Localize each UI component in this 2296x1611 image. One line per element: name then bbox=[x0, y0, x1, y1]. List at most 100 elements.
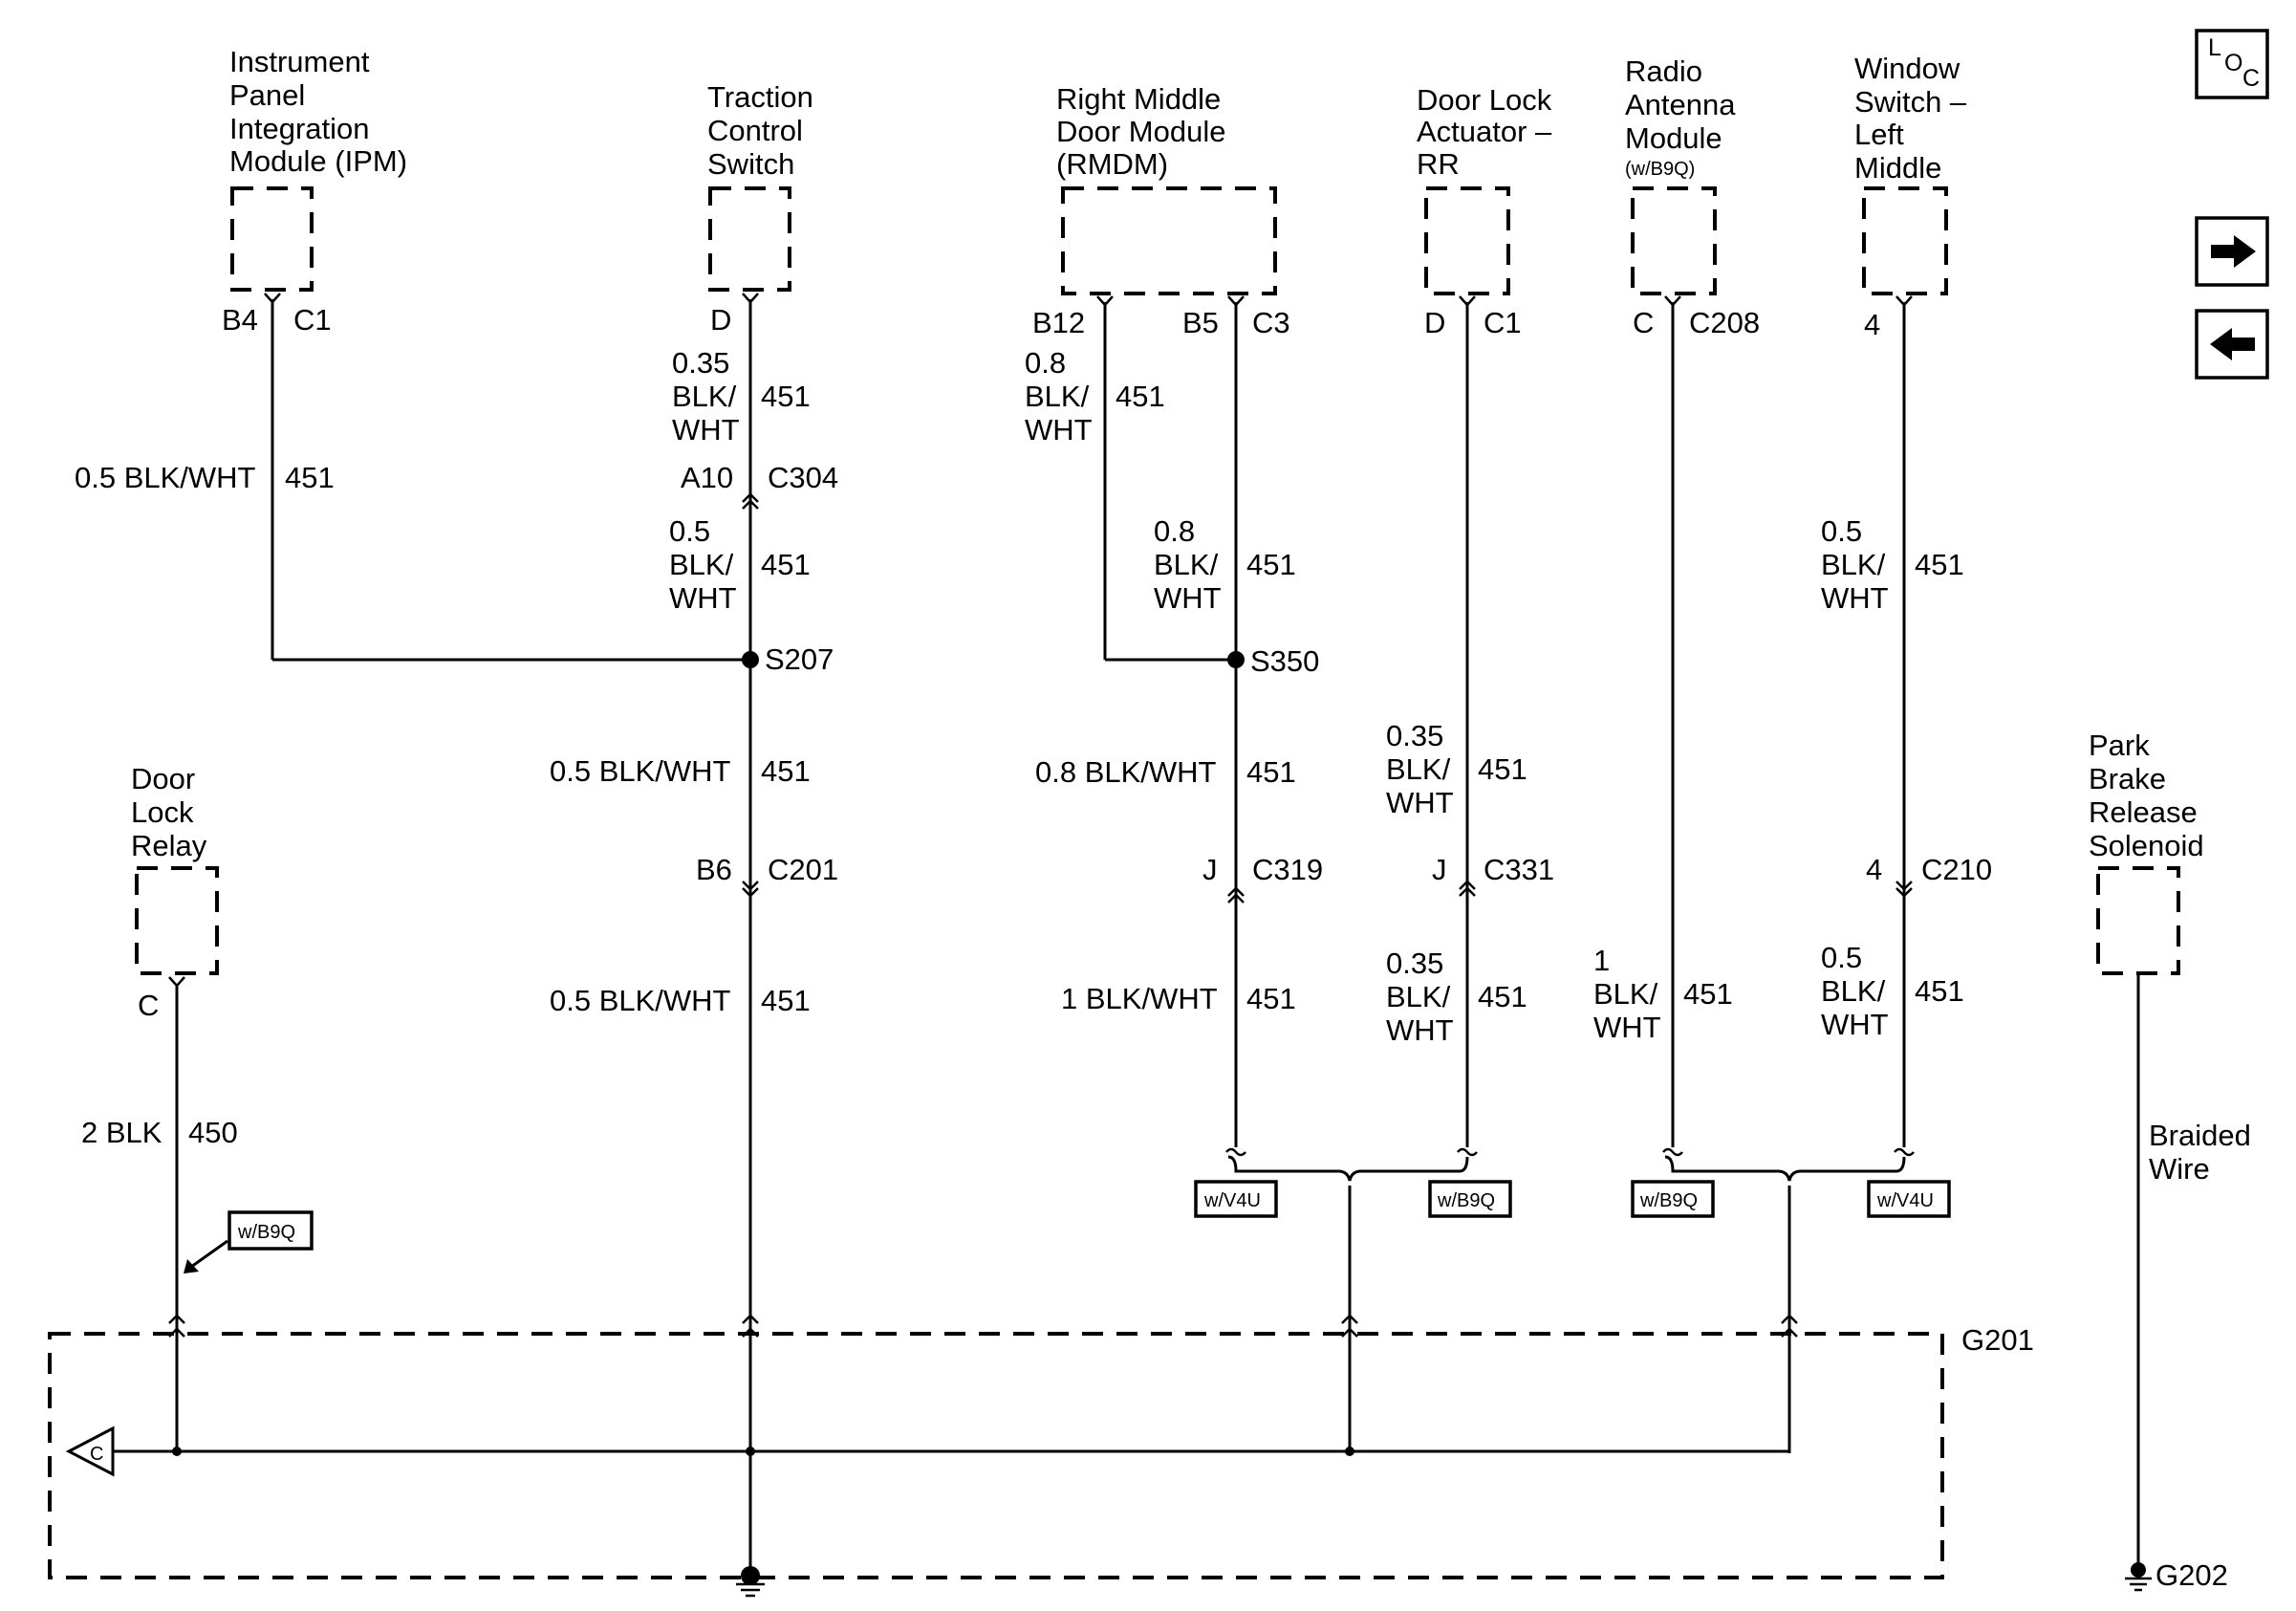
ipm-pin: B4 bbox=[222, 303, 258, 337]
window-upper-circuit: 451 bbox=[1915, 548, 1964, 581]
ipm-box bbox=[230, 186, 314, 292]
svg-text:0.8: 0.8 bbox=[1154, 514, 1195, 548]
svg-text:BLK/: BLK/ bbox=[1821, 548, 1886, 581]
svg-text:(RMDM): (RMDM) bbox=[1056, 147, 1168, 181]
ipm-connector: C1 bbox=[293, 303, 332, 337]
svg-text:Door: Door bbox=[131, 762, 195, 795]
bus-junction-dot bbox=[1345, 1447, 1354, 1456]
window-switch-box bbox=[1862, 186, 1948, 295]
svg-text:w/B9Q: w/B9Q bbox=[1437, 1190, 1495, 1211]
svg-text:WHT: WHT bbox=[1821, 1008, 1889, 1041]
svg-text:BLK/: BLK/ bbox=[672, 380, 737, 413]
splice-s350-dot bbox=[1227, 651, 1245, 668]
next-page-button[interactable] bbox=[2195, 216, 2269, 287]
svg-text:Door Module: Door Module bbox=[1056, 115, 1225, 148]
traction-lower-circuit: 451 bbox=[761, 548, 811, 581]
c201-down-circuit: 451 bbox=[761, 984, 811, 1017]
svg-text:Antenna: Antenna bbox=[1625, 88, 1736, 121]
radio-pin: C bbox=[1633, 306, 1654, 339]
svg-text:1: 1 bbox=[1593, 944, 1610, 977]
svg-text:BLK/: BLK/ bbox=[1154, 548, 1219, 581]
svg-text:BLK/: BLK/ bbox=[1025, 380, 1090, 413]
svg-text:0.35: 0.35 bbox=[1386, 719, 1443, 752]
svg-text:WHT: WHT bbox=[669, 581, 737, 615]
svg-text:BLK/: BLK/ bbox=[669, 548, 734, 581]
svg-text:C: C bbox=[90, 1444, 103, 1465]
svg-text:Module: Module bbox=[1625, 121, 1722, 155]
door-lock-actuator-label: Door Lock Actuator – RR bbox=[1417, 83, 1552, 181]
window-pin: 4 bbox=[1864, 308, 1880, 341]
svg-text:WHT: WHT bbox=[1821, 581, 1889, 615]
rmdm-b12-circuit: 451 bbox=[1116, 380, 1165, 413]
park-brake-solenoid-label: Park Brake Release Solenoid bbox=[2089, 729, 2204, 862]
bus-connector-triangle-icon: C bbox=[65, 1426, 115, 1477]
svg-text:0.5: 0.5 bbox=[669, 514, 710, 548]
svg-text:WHT: WHT bbox=[1154, 581, 1222, 615]
c201-down-wire-label: 0.5 BLK/WHT bbox=[550, 984, 731, 1017]
rmdm-connector: C3 bbox=[1252, 306, 1290, 339]
svg-text:Brake: Brake bbox=[2089, 762, 2166, 795]
svg-text:w/V4U: w/V4U bbox=[1203, 1190, 1261, 1211]
door-lock-relay-box bbox=[135, 866, 219, 975]
traction-upper-wire-label: 0.35 BLK/ WHT bbox=[672, 346, 740, 446]
option-w-b9q-right: w/B9Q bbox=[1631, 1180, 1715, 1218]
svg-text:w/B9Q: w/B9Q bbox=[237, 1222, 295, 1243]
dla-upper-wire-label: 0.35 BLK/ WHT bbox=[1386, 719, 1454, 819]
window-switch-label: Window Switch – Left Middle bbox=[1854, 52, 1967, 185]
s350-down-circuit: 451 bbox=[1246, 755, 1296, 789]
svg-text:WHT: WHT bbox=[1025, 413, 1093, 446]
svg-text:Lock: Lock bbox=[131, 795, 194, 829]
ground-icon bbox=[736, 1582, 765, 1598]
svg-text:WHT: WHT bbox=[672, 413, 740, 446]
g201-enclosure bbox=[48, 1332, 1944, 1579]
park-brake-solenoid-box bbox=[2096, 866, 2180, 975]
c210-connector: C210 bbox=[1921, 853, 1992, 886]
g201-ground-dot bbox=[741, 1566, 760, 1585]
svg-text:O: O bbox=[2224, 50, 2242, 76]
ground-icon bbox=[2125, 1577, 2152, 1592]
window-lower-wire-label: 0.5 BLK/ WHT bbox=[1821, 941, 1889, 1041]
svg-text:Module (IPM): Module (IPM) bbox=[229, 144, 407, 178]
svg-text:0.5: 0.5 bbox=[1821, 514, 1862, 548]
svg-text:Panel: Panel bbox=[229, 78, 305, 112]
dla-upper-circuit: 451 bbox=[1478, 752, 1527, 786]
c319-connector: C319 bbox=[1252, 853, 1323, 886]
svg-text:Control: Control bbox=[707, 114, 803, 147]
svg-text:Relay: Relay bbox=[131, 829, 207, 862]
svg-text:(w/B9Q): (w/B9Q) bbox=[1625, 159, 1695, 180]
svg-text:WHT: WHT bbox=[1386, 786, 1454, 819]
dla-lower-wire-label: 0.35 BLK/ WHT bbox=[1386, 947, 1454, 1047]
svg-text:Integration: Integration bbox=[229, 112, 370, 145]
g202-ground-dot bbox=[2131, 1562, 2146, 1578]
svg-text:Right Middle: Right Middle bbox=[1056, 82, 1221, 116]
rmdm-label: Right Middle Door Module (RMDM) bbox=[1056, 82, 1225, 181]
dla-pin: D bbox=[1424, 306, 1445, 339]
c319-down-circuit: 451 bbox=[1246, 982, 1296, 1015]
traction-pin: D bbox=[710, 303, 731, 337]
previous-page-button[interactable] bbox=[2195, 309, 2269, 380]
svg-text:0.35: 0.35 bbox=[1386, 947, 1443, 980]
svg-text:w/V4U: w/V4U bbox=[1876, 1190, 1934, 1211]
wires bbox=[100, 299, 2140, 1576]
window-lower-circuit: 451 bbox=[1915, 974, 1964, 1008]
ipm-label: Instrument Panel Integration Module (IPM… bbox=[229, 45, 407, 178]
ipm-wire-label: 0.5 BLK/WHT bbox=[75, 461, 256, 494]
loc-icon[interactable]: L O C bbox=[2195, 29, 2269, 99]
svg-text:Traction: Traction bbox=[707, 80, 813, 114]
svg-text:L: L bbox=[2208, 34, 2221, 61]
dla-lower-circuit: 451 bbox=[1478, 980, 1527, 1013]
svg-text:Middle: Middle bbox=[1854, 151, 1941, 185]
window-upper-wire-label: 0.5 BLK/ WHT bbox=[1821, 514, 1889, 615]
c201-pin: B6 bbox=[696, 853, 732, 886]
svg-text:Window: Window bbox=[1854, 52, 1960, 85]
traction-switch-box bbox=[708, 186, 791, 292]
svg-text:Door Lock: Door Lock bbox=[1417, 83, 1552, 117]
splice-s350-label: S350 bbox=[1250, 644, 1319, 678]
rmdm-pin-b5: B5 bbox=[1182, 306, 1219, 339]
svg-text:WHT: WHT bbox=[1593, 1011, 1661, 1044]
g201-label: G201 bbox=[1961, 1323, 2034, 1357]
arrow-right-icon bbox=[2211, 235, 2256, 268]
traction-control-switch-label: Traction Control Switch bbox=[707, 80, 813, 181]
radio-circuit: 451 bbox=[1683, 977, 1733, 1011]
